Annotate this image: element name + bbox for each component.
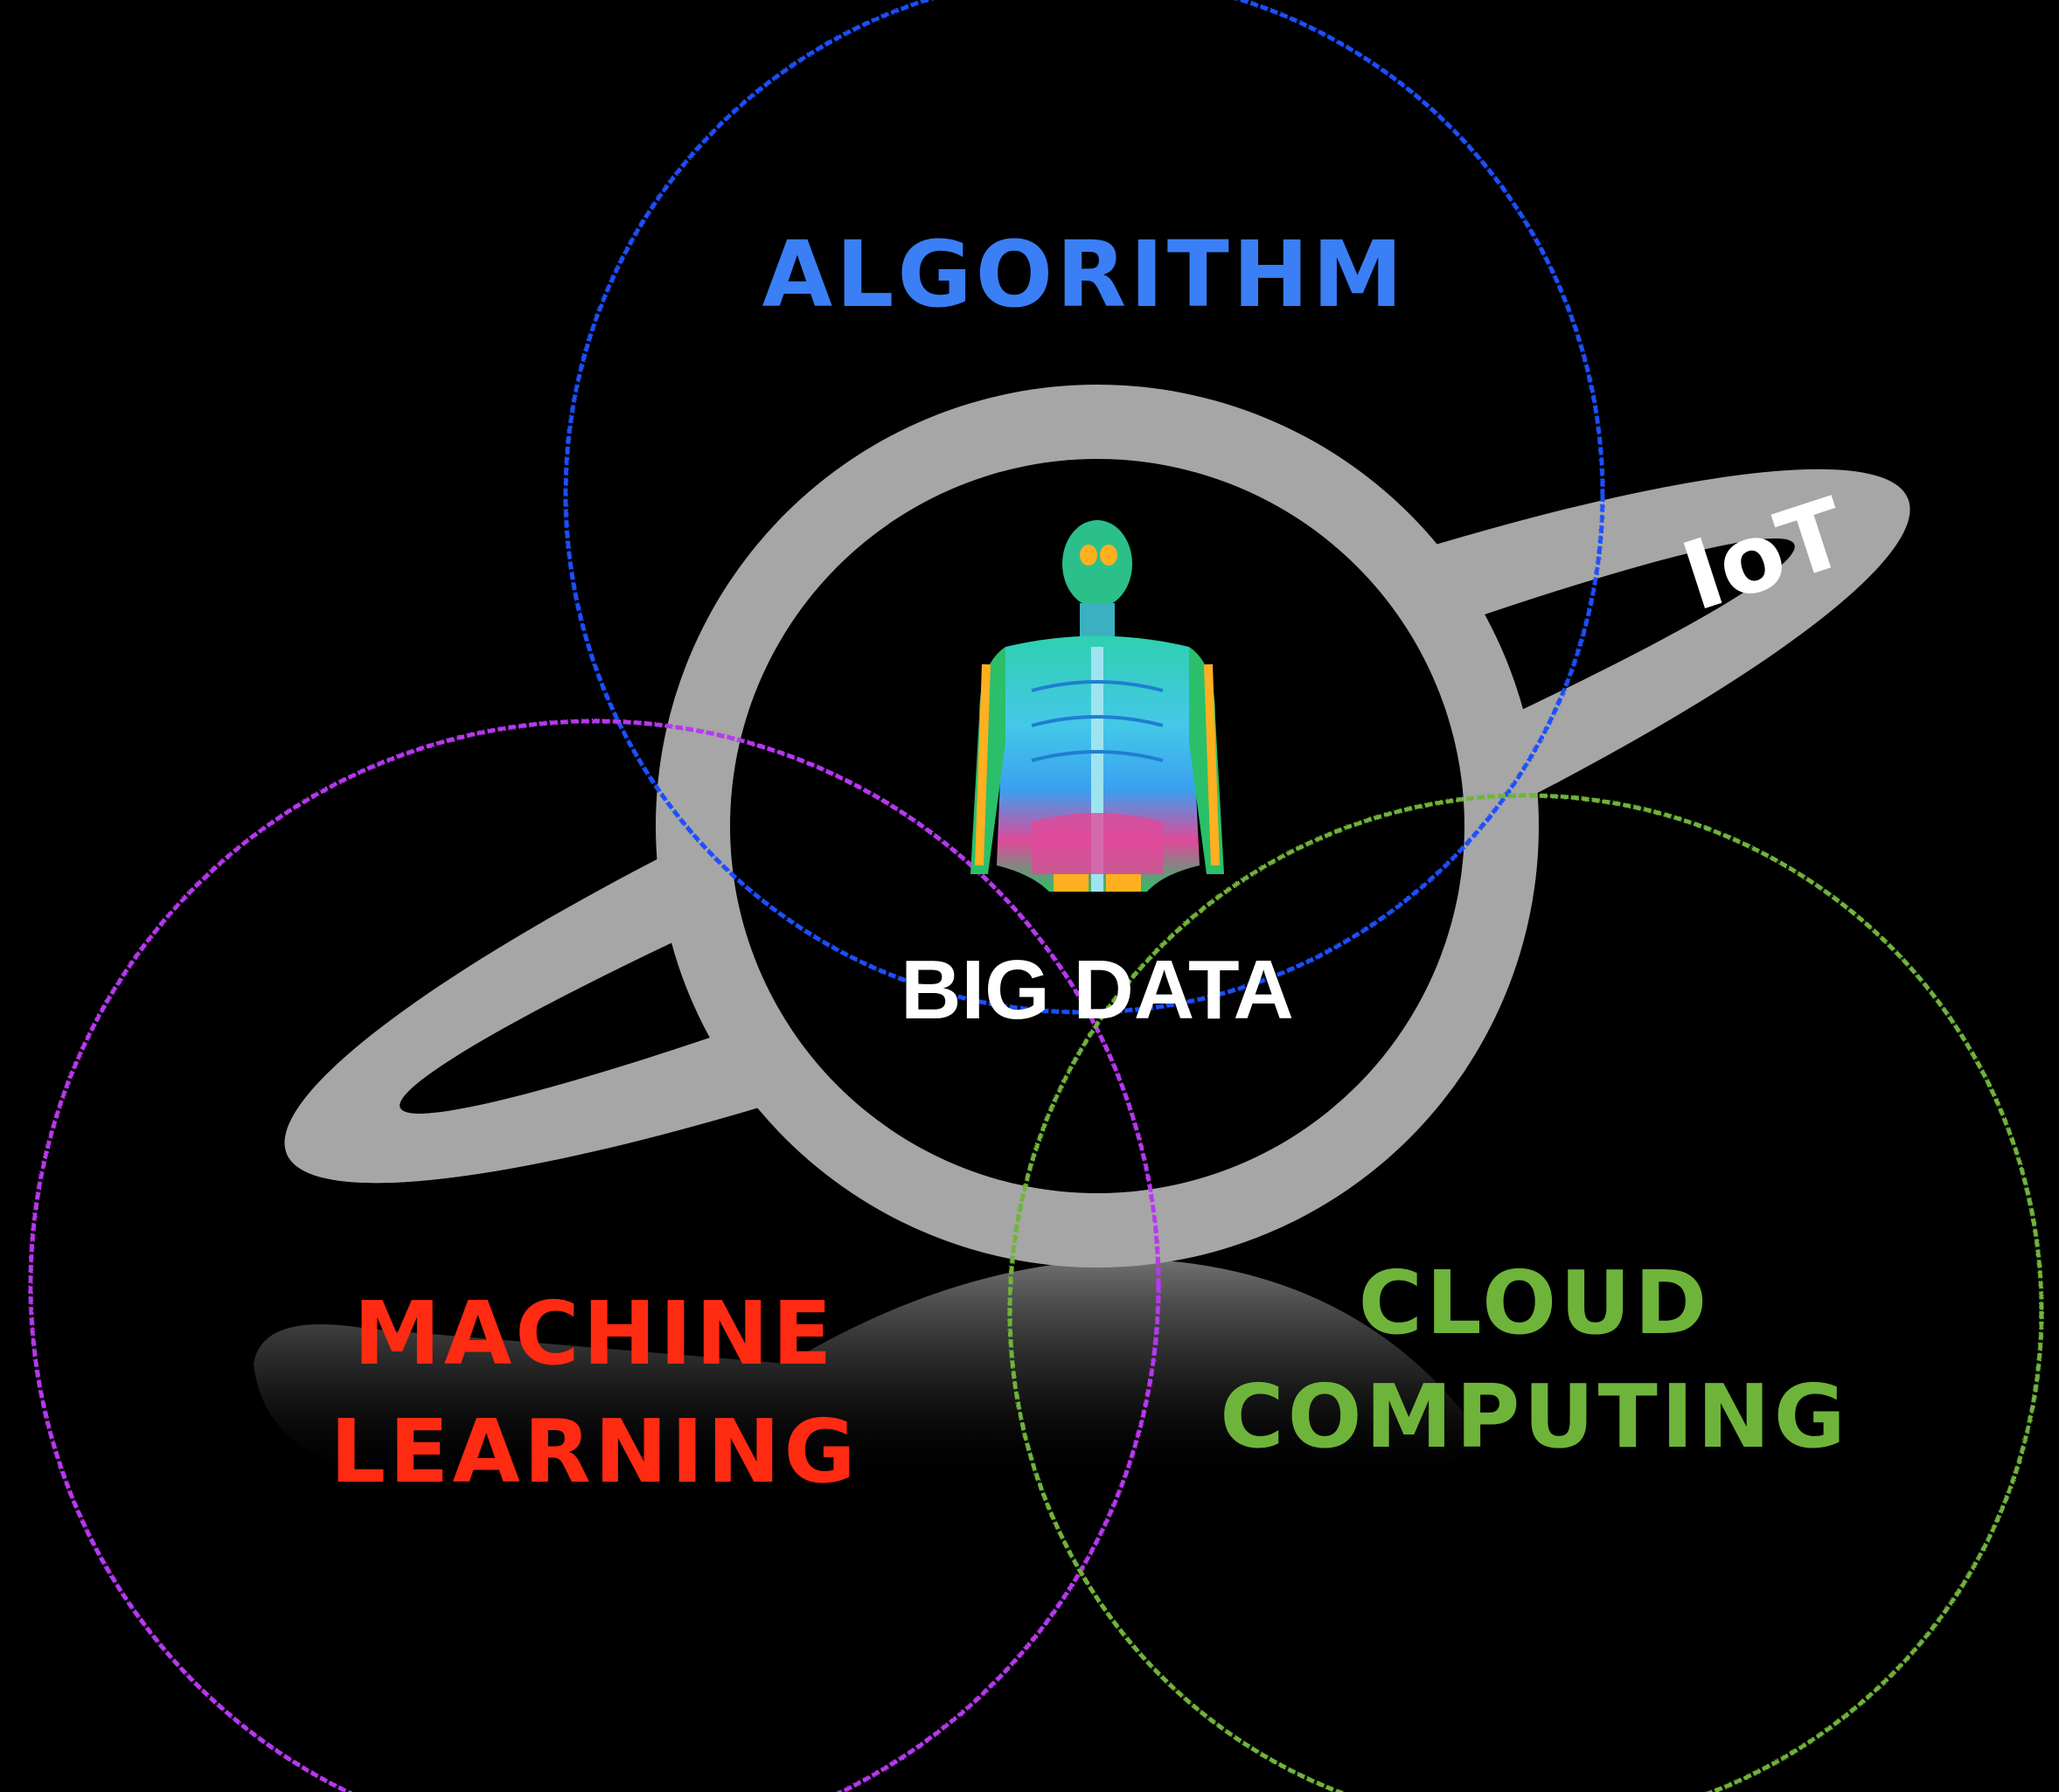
cloud-computing-label-line1: CLOUD [1359, 1252, 1711, 1354]
cloud-computing-label-line2: COMPUTING [1220, 1365, 1849, 1468]
cloud-computing-circle [1007, 793, 2044, 1792]
machine-learning-circle [28, 719, 1161, 1792]
planet-reflection [254, 1259, 1486, 1485]
big-data-label: BIG DATA [901, 943, 1294, 1037]
human-body-scan-icon [970, 520, 1224, 892]
algorithm-circle [563, 0, 1605, 1015]
machine-learning-label-line2: LEARNING [330, 1400, 859, 1503]
machine-learning-label-line1: MACHINE [353, 1282, 835, 1385]
algorithm-label: ALGORITHM [762, 221, 1407, 328]
